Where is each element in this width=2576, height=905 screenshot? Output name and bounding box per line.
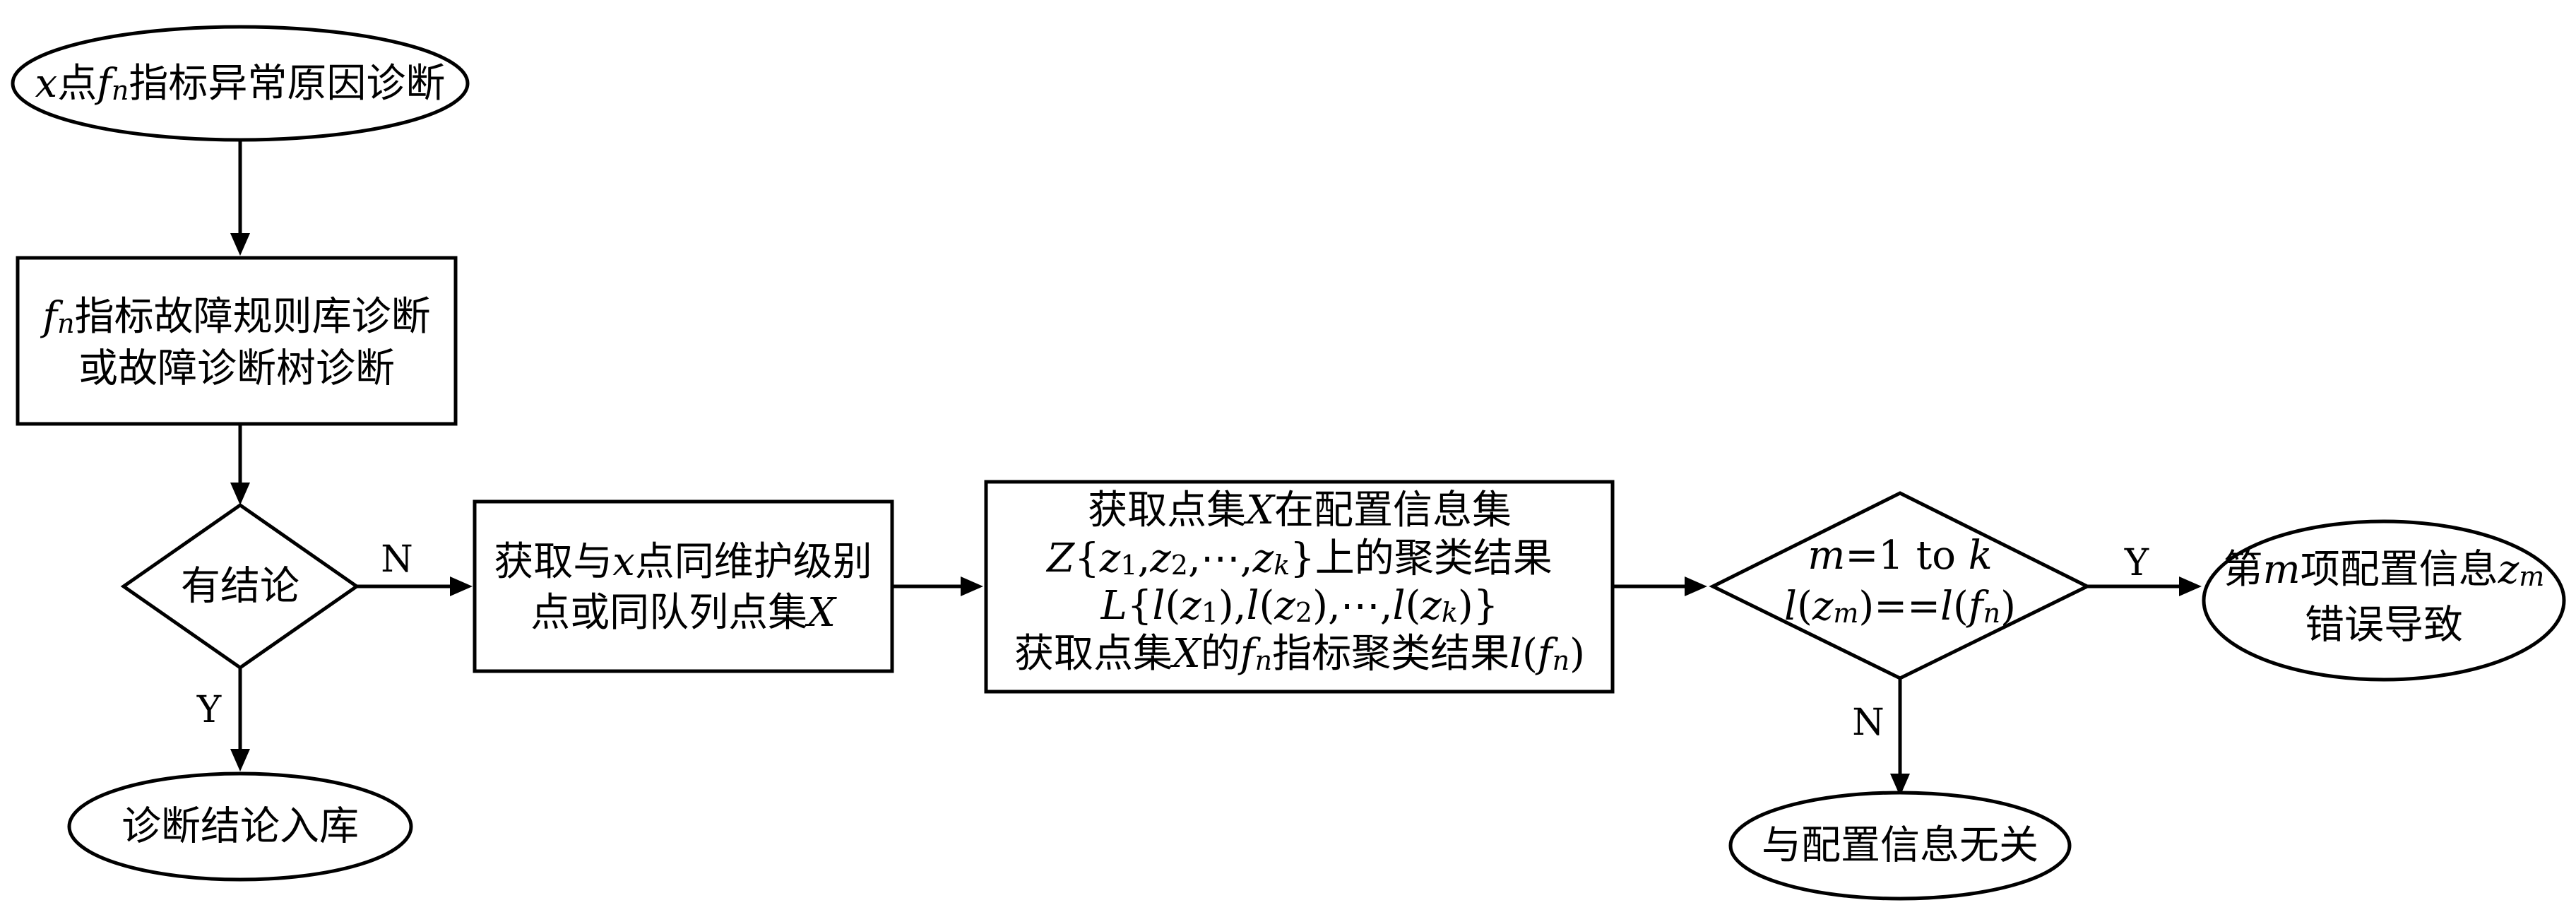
decision1-diamond bbox=[120, 502, 360, 670]
edge-label-yes: Y bbox=[196, 689, 222, 731]
edge-label-no: N bbox=[381, 538, 413, 581]
unrelated-ellipse bbox=[1728, 791, 2072, 901]
result-node: 第m项配置信息zm 错误导致 bbox=[2202, 519, 2566, 682]
decision2-line2: l(zm)==l(fn) bbox=[1784, 584, 2016, 629]
connectors bbox=[230, 126, 2202, 796]
start-node: x点fn指标异常原因诊断 bbox=[11, 25, 470, 142]
arrowhead bbox=[1685, 576, 1707, 596]
arrowhead bbox=[450, 576, 473, 596]
arrowhead bbox=[961, 576, 983, 596]
cluster-line2: Z{z1,z2,⋯,zk}上的聚类结果 bbox=[1045, 536, 1553, 581]
rulebase-line1: fn指标故障规则库诊断 bbox=[40, 294, 430, 340]
store-label: 诊断结论入库 bbox=[121, 804, 359, 850]
cluster-box bbox=[984, 480, 1615, 694]
rulebase-box bbox=[16, 256, 458, 426]
rulebase-line2: 或故障诊断树诊断 bbox=[78, 346, 395, 392]
start-ellipse bbox=[11, 25, 470, 142]
edge-label-no: N bbox=[1852, 702, 1884, 744]
store-ellipse bbox=[67, 771, 413, 882]
arrowhead bbox=[1890, 774, 1910, 796]
result-ellipse bbox=[2202, 519, 2566, 682]
rulebase-node: fn指标故障规则库诊断 或故障诊断树诊断 bbox=[16, 256, 458, 426]
decision1-label: 有结论 bbox=[181, 564, 299, 610]
result-line2: 错误导致 bbox=[2305, 603, 2463, 649]
store-node: 诊断结论入库 bbox=[67, 771, 413, 882]
decision1-node: 有结论 bbox=[120, 502, 360, 670]
arrowhead bbox=[230, 483, 250, 505]
decision2-line1: m=1 to k bbox=[1808, 533, 1992, 579]
getpoints-line2: 点或同队列点集X bbox=[530, 590, 837, 636]
decision2-diamond bbox=[1709, 491, 2091, 680]
decision2-node: m=1 to k l(zm)==l(fn) bbox=[1709, 491, 2091, 680]
cluster-line3: L{l(z1),l(z2),⋯,l(zk)} bbox=[1100, 583, 1499, 629]
arrowhead bbox=[230, 749, 250, 771]
getpoints-line1: 获取与x点同维护级别 bbox=[494, 539, 872, 585]
result-line1: 第m项配置信息zm bbox=[2224, 547, 2545, 593]
unrelated-label: 与配置信息无关 bbox=[1762, 823, 2038, 869]
getpoints-box bbox=[473, 499, 894, 673]
cluster-node: 获取点集X在配置信息集 Z{z1,z2,⋯,zk}上的聚类结果 L{l(z1),… bbox=[984, 480, 1615, 694]
getpoints-node: 获取与x点同维护级别 点或同队列点集X bbox=[473, 499, 894, 673]
edge-label-yes: Y bbox=[2124, 542, 2149, 584]
cluster-line4: 获取点集X的fn指标聚类结果l(fn) bbox=[1014, 631, 1585, 677]
arrowhead bbox=[2179, 576, 2202, 596]
arrowhead bbox=[230, 233, 250, 256]
unrelated-node: 与配置信息无关 bbox=[1728, 791, 2072, 901]
cluster-line1: 获取点集X在配置信息集 bbox=[1088, 487, 1512, 533]
start-label: x点fn指标异常原因诊断 bbox=[35, 61, 446, 107]
